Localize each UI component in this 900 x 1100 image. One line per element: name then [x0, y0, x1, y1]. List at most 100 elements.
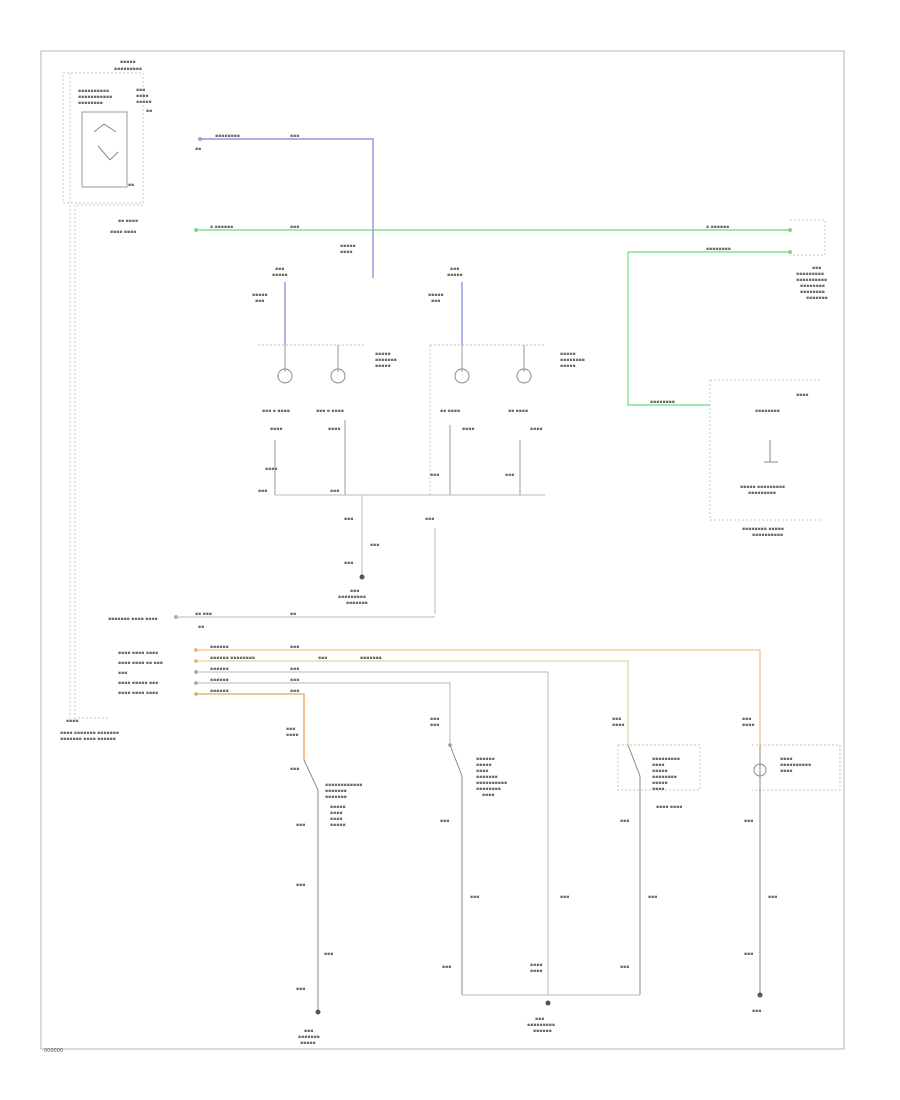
svg-text:▪▪▪: ▪▪▪ [290, 645, 299, 650]
svg-text:▪▪▪: ▪▪▪ [425, 517, 434, 522]
lamp-ground-bus: ▪▪▪ ▪▪▪ ▪▪▪ ▪▪▪ ▪▪▪ ▪▪▪▪▪▪▪▪▪ ▪▪▪▪▪▪▪ [275, 494, 545, 614]
svg-text:▪▪▪: ▪▪▪ [648, 895, 657, 900]
svg-text:▪▪▪▪▪▪: ▪▪▪▪▪▪ [476, 757, 495, 762]
svg-text:▪▪ ▪▪▪▪: ▪▪ ▪▪▪▪ [118, 219, 138, 224]
svg-text:▪▪▪▪▪▪: ▪▪▪▪▪▪ [210, 667, 229, 672]
right-lamp-assembly: ▪▪▪ ▪▪▪▪▪ ▪▪▪▪▪ ▪▪▪ ▪▪▪▪▪ ▪▪▪▪▪▪▪▪ ▪▪▪▪▪… [428, 267, 585, 495]
svg-text:▪▪▪▪▪: ▪▪▪▪▪ [300, 1041, 316, 1046]
svg-text:▪▪▪▪ ▪▪▪▪ ▪▪▪▪: ▪▪▪▪ ▪▪▪▪ ▪▪▪▪ [118, 691, 158, 696]
svg-text:▪▪▪▪: ▪▪▪▪ [530, 969, 542, 974]
svg-text:▪▪▪: ▪▪▪ [620, 965, 629, 970]
svg-text:▪ ▪▪▪▪▪▪: ▪ ▪▪▪▪▪▪ [210, 225, 233, 230]
svg-text:▪▪▪: ▪▪▪ [318, 656, 327, 661]
svg-text:▪▪▪▪: ▪▪▪▪ [136, 94, 148, 99]
svg-text:▪▪: ▪▪ [128, 183, 134, 188]
svg-text:▪▪▪▪▪▪▪▪▪▪: ▪▪▪▪▪▪▪▪▪▪ [780, 763, 811, 768]
svg-text:▪▪▪▪ ▪▪▪▪: ▪▪▪▪ ▪▪▪▪ [656, 805, 682, 810]
svg-text:▪▪▪: ▪▪▪ [304, 1029, 313, 1034]
svg-text:▪▪▪: ▪▪▪ [290, 678, 299, 683]
svg-text:▪▪▪: ▪▪▪ [286, 727, 295, 732]
svg-text:▪▪▪▪▪▪ ▪▪▪▪▪▪▪▪: ▪▪▪▪▪▪ ▪▪▪▪▪▪▪▪ [210, 656, 255, 661]
svg-text:▪▪▪: ▪▪▪ [370, 543, 379, 548]
svg-text:▪▪: ▪▪ [146, 109, 152, 114]
svg-text:▪▪▪: ▪▪▪ [768, 895, 777, 900]
svg-text:▪▪▪: ▪▪▪ [324, 952, 333, 957]
svg-text:▪▪▪▪ ▪▪▪▪ ▪▪ ▪▪▪: ▪▪▪▪ ▪▪▪▪ ▪▪ ▪▪▪ [118, 661, 163, 666]
svg-text:▪▪▪ ▪ ▪▪▪▪: ▪▪▪ ▪ ▪▪▪▪ [262, 409, 290, 414]
svg-text:▪▪▪▪: ▪▪▪▪ [796, 393, 808, 398]
svg-text:▪▪▪: ▪▪▪ [560, 895, 569, 900]
svg-text:▪▪▪▪: ▪▪▪▪ [66, 719, 78, 724]
svg-text:▪▪▪▪▪▪▪▪▪: ▪▪▪▪▪▪▪▪▪ [527, 1023, 555, 1028]
svg-text:▪▪▪▪▪: ▪▪▪▪▪ [120, 60, 136, 65]
svg-text:▪▪▪: ▪▪▪ [290, 225, 299, 230]
svg-text:▪▪▪: ▪▪▪ [275, 267, 284, 272]
svg-text:▪▪▪▪▪▪▪: ▪▪▪▪▪▪▪ [360, 656, 382, 661]
svg-text:▪▪▪▪▪: ▪▪▪▪▪ [560, 364, 576, 369]
svg-text:▪▪: ▪▪ [195, 147, 201, 152]
svg-text:▪▪▪▪: ▪▪▪▪ [482, 793, 494, 798]
bottom-lamp-2: ▪▪▪ ▪▪▪ ▪▪▪▪▪▪ ▪▪▪▪▪ ▪▪▪▪ ▪▪▪▪▪▪▪ ▪▪▪▪▪▪… [430, 717, 507, 995]
svg-text:▪▪▪▪▪▪▪▪: ▪▪▪▪▪▪▪▪ [800, 290, 825, 295]
svg-text:▪▪▪▪▪: ▪▪▪▪▪ [428, 293, 444, 298]
svg-text:▪▪▪▪: ▪▪▪▪ [330, 817, 342, 822]
svg-text:▪▪▪▪▪: ▪▪▪▪▪ [375, 364, 391, 369]
svg-text:▪▪▪: ▪▪▪ [296, 987, 305, 992]
svg-text:▪▪▪: ▪▪▪ [296, 883, 305, 888]
svg-text:▪▪▪▪: ▪▪▪▪ [780, 769, 792, 774]
svg-text:▪▪▪▪▪▪▪▪: ▪▪▪▪▪▪▪▪ [476, 787, 501, 792]
svg-text:▪▪▪▪ ▪▪▪▪▪▪▪ ▪▪▪▪▪▪▪: ▪▪▪▪ ▪▪▪▪▪▪▪ ▪▪▪▪▪▪▪ [60, 731, 119, 736]
svg-text:▪▪▪▪: ▪▪▪▪ [742, 723, 754, 728]
svg-text:▪▪▪▪▪▪▪▪▪▪: ▪▪▪▪▪▪▪▪▪▪ [476, 781, 507, 786]
svg-text:▪▪▪▪▪: ▪▪▪▪▪ [272, 273, 288, 278]
svg-text:▪▪▪▪: ▪▪▪▪ [652, 787, 664, 792]
svg-text:▪▪▪: ▪▪▪ [440, 819, 449, 824]
svg-text:▪▪▪▪: ▪▪▪▪ [340, 250, 352, 255]
svg-text:▪▪▪: ▪▪▪ [612, 717, 621, 722]
svg-text:▪▪▪▪: ▪▪▪▪ [476, 769, 488, 774]
svg-text:▪▪▪: ▪▪▪ [535, 1017, 544, 1022]
svg-text:▪▪▪: ▪▪▪ [744, 819, 753, 824]
bottom-lamp-4: ▪▪▪ ▪▪▪▪ ▪▪▪▪ ▪▪▪▪▪▪▪▪▪▪ ▪▪▪▪ ▪▪▪ ▪▪▪ ▪▪… [742, 717, 841, 1014]
svg-text:▪▪▪: ▪▪▪ [290, 767, 299, 772]
svg-text:▪▪▪: ▪▪▪ [255, 299, 264, 304]
svg-text:▪▪▪: ▪▪▪ [290, 689, 299, 694]
svg-text:▪▪▪: ▪▪▪ [290, 134, 299, 139]
svg-text:▪▪▪▪: ▪▪▪▪ [330, 811, 342, 816]
left-module-outline [69, 73, 143, 719]
svg-text:▪▪ ▪▪▪: ▪▪ ▪▪▪ [195, 612, 212, 617]
svg-text:▪▪▪▪▪▪: ▪▪▪▪▪▪ [210, 678, 229, 683]
svg-text:▪▪ ▪▪▪▪: ▪▪ ▪▪▪▪ [440, 409, 460, 414]
svg-text:▪▪▪▪▪▪▪▪: ▪▪▪▪▪▪▪▪ [755, 409, 780, 414]
svg-text:▪▪▪▪: ▪▪▪▪ [270, 427, 282, 432]
svg-text:▪▪▪▪: ▪▪▪▪ [780, 757, 792, 762]
svg-text:▪▪▪: ▪▪▪ [431, 299, 440, 304]
svg-text:▪▪▪▪▪▪▪▪▪: ▪▪▪▪▪▪▪▪▪ [114, 67, 142, 72]
svg-text:▪▪▪▪▪▪▪▪: ▪▪▪▪▪▪▪▪ [560, 358, 585, 363]
svg-text:▪▪▪▪ ▪▪▪▪▪ ▪▪▪: ▪▪▪▪ ▪▪▪▪▪ ▪▪▪ [118, 681, 158, 686]
output-wires: ▪▪▪▪▪▪ ▪▪▪ ▪▪▪▪▪▪ ▪▪▪▪▪▪▪▪ ▪▪▪ ▪▪▪▪▪▪▪ ▪… [194, 645, 761, 995]
svg-text:▪▪▪▪: ▪▪▪▪ [328, 427, 340, 432]
svg-text:▪▪▪▪: ▪▪▪▪ [286, 733, 298, 738]
svg-text:▪▪▪▪▪: ▪▪▪▪▪ [340, 244, 356, 249]
svg-text:▪▪▪ ▪ ▪▪▪▪: ▪▪▪ ▪ ▪▪▪▪ [316, 409, 344, 414]
svg-text:▪▪▪: ▪▪▪ [620, 819, 629, 824]
svg-text:▪▪▪▪▪: ▪▪▪▪▪ [560, 352, 576, 357]
svg-text:▪▪▪: ▪▪▪ [344, 561, 353, 566]
svg-text:▪▪▪▪▪▪▪▪: ▪▪▪▪▪▪▪▪ [78, 101, 103, 106]
svg-text:▪▪▪▪▪▪▪▪: ▪▪▪▪▪▪▪▪ [650, 400, 675, 405]
svg-text:▪▪▪: ▪▪▪ [258, 489, 267, 494]
svg-text:▪▪▪▪▪: ▪▪▪▪▪ [375, 352, 391, 357]
instrument-cluster-box: ▪▪▪▪ ▪▪▪▪▪▪▪▪ ▪▪▪▪▪ ▪▪▪▪▪▪▪▪▪ ▪▪▪▪▪▪▪▪▪ … [709, 379, 822, 538]
svg-text:▪▪▪: ▪▪▪ [744, 952, 753, 957]
bottom-lamp-3: ▪▪▪ ▪▪▪▪ ▪▪▪▪▪▪▪▪▪ ▪▪▪▪ ▪▪▪▪▪ ▪▪▪▪▪▪▪▪ ▪… [612, 717, 701, 995]
svg-text:▪▪▪▪▪▪▪▪: ▪▪▪▪▪▪▪▪ [215, 134, 240, 139]
svg-text:▪▪▪▪▪▪▪: ▪▪▪▪▪▪▪ [325, 789, 347, 794]
svg-text:▪▪▪▪▪▪▪▪▪▪: ▪▪▪▪▪▪▪▪▪▪ [796, 278, 827, 283]
svg-text:▪▪▪▪▪▪▪▪▪: ▪▪▪▪▪▪▪▪▪ [338, 595, 366, 600]
svg-text:▪▪▪▪ ▪▪▪▪ ▪▪▪▪: ▪▪▪▪ ▪▪▪▪ ▪▪▪▪ [118, 651, 158, 656]
figure-id: 000000 [44, 1048, 63, 1054]
svg-text:▪▪▪▪: ▪▪▪▪ [530, 963, 542, 968]
